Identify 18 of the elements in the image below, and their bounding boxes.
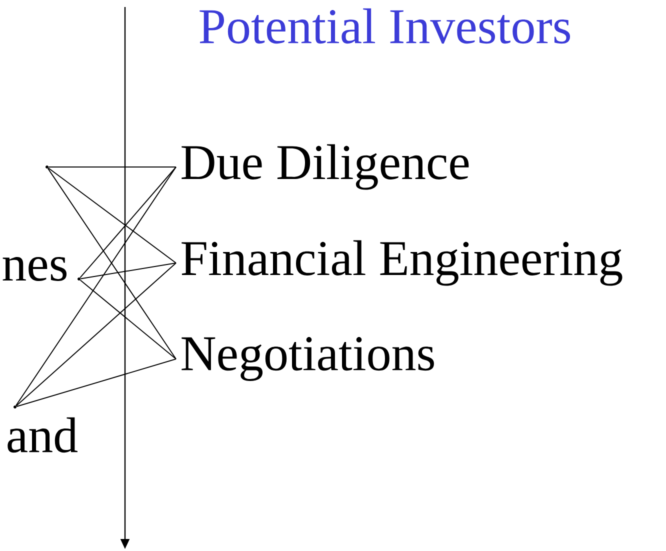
- connector-line: [48, 166, 176, 168]
- vertex: [46, 166, 48, 168]
- connector-line: [15, 166, 176, 406]
- connector-line: [47, 168, 176, 360]
- heading-text: Potential Investors: [200, 8, 570, 44]
- connector-line: [48, 168, 176, 264]
- step-label: Due Diligence: [182, 144, 469, 190]
- vertex: [78, 278, 80, 280]
- connector-line: [80, 280, 176, 360]
- vertex: [14, 406, 16, 408]
- connector-line: [16, 262, 176, 406]
- side-label: and: [8, 417, 78, 453]
- step-label: Financial Engineering: [182, 240, 622, 286]
- connector-line: [80, 166, 176, 278]
- connector-line: [80, 262, 176, 280]
- step-label: Negotiations: [182, 337, 434, 381]
- side-label: nes: [2, 256, 67, 282]
- connector-line: [16, 358, 176, 408]
